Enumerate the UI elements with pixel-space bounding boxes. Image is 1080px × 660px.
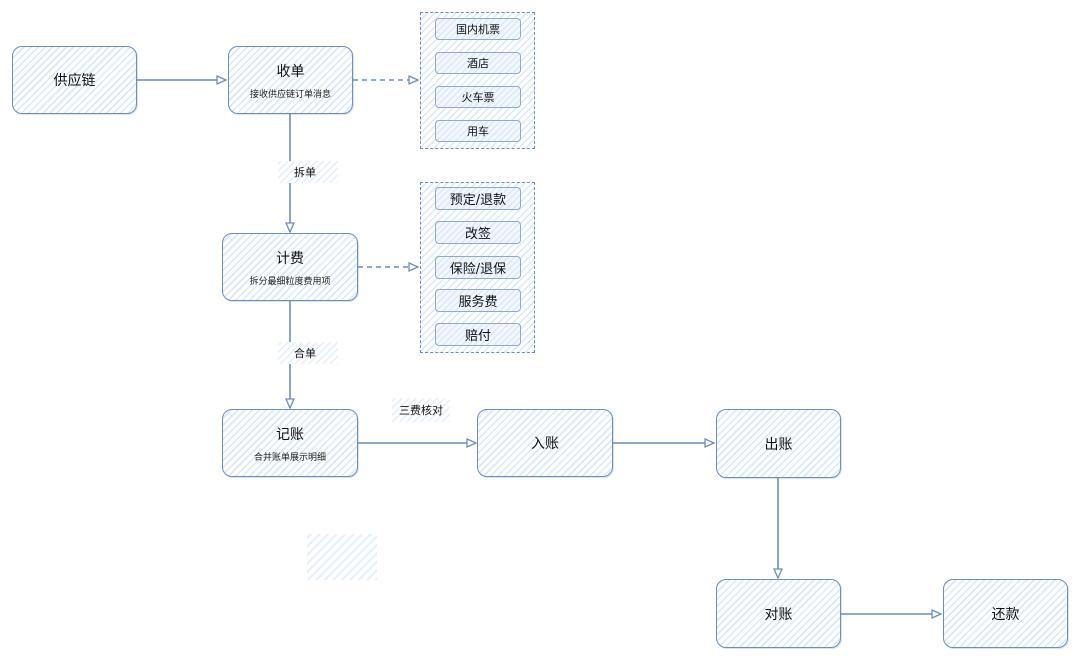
fee-type-item[interactable]: 赔付 [435, 323, 521, 346]
edge-label-three-fee-check: 三费核对 [392, 398, 450, 422]
order-type-label: 酒店 [467, 57, 489, 70]
edge-label-split: 拆单 [278, 161, 338, 183]
node-entry-title: 入账 [531, 436, 559, 452]
node-reconcile[interactable]: 对账 [716, 579, 841, 648]
node-billing[interactable]: 计费 拆分最细粒度费用项 [222, 233, 358, 301]
edge-label-merge: 合单 [278, 342, 338, 364]
node-outgoing[interactable]: 出账 [716, 409, 841, 478]
edge-label-merge-text: 合单 [294, 347, 316, 360]
order-type-item[interactable]: 国内机票 [435, 18, 521, 40]
empty-hatched-area [307, 534, 377, 580]
node-bookkeeping-subtitle: 合并账单展示明细 [253, 452, 326, 463]
fee-type-label: 保险/退保 [449, 262, 507, 277]
fee-type-item[interactable]: 服务费 [435, 289, 521, 312]
edge-label-split-text: 拆单 [294, 166, 316, 179]
node-receive[interactable]: 收单 接收供应链订单消息 [228, 46, 353, 114]
fee-type-label: 赔付 [464, 329, 491, 344]
node-reconcile-title: 对账 [764, 606, 793, 623]
node-billing-title: 计费 [276, 250, 304, 267]
node-entry[interactable]: 入账 [477, 409, 613, 477]
order-type-label: 火车票 [461, 91, 495, 104]
fee-type-label: 服务费 [458, 295, 498, 310]
edge-label-three-fee-check-text: 三费核对 [399, 404, 443, 417]
node-receive-subtitle: 接收供应链订单消息 [249, 89, 331, 100]
group-fee-types[interactable]: 预定/退款 改签 保险/退保 服务费 赔付 [420, 182, 535, 353]
fee-type-item[interactable]: 预定/退款 [435, 187, 521, 210]
group-order-types[interactable]: 国内机票 酒店 火车票 用车 [420, 12, 535, 149]
order-type-item[interactable]: 酒店 [435, 52, 521, 74]
fee-type-item[interactable]: 保险/退保 [435, 256, 521, 279]
node-repayment-title: 还款 [991, 606, 1020, 623]
order-type-item[interactable]: 火车票 [435, 86, 521, 108]
fee-type-label: 改签 [464, 227, 491, 242]
node-outgoing-title: 出账 [764, 436, 793, 453]
node-bookkeeping-title: 记账 [276, 426, 304, 443]
node-bookkeeping[interactable]: 记账 合并账单展示明细 [222, 409, 358, 477]
fee-type-label: 预定/退款 [449, 193, 507, 208]
order-type-label: 国内机票 [456, 23, 500, 36]
fee-type-item[interactable]: 改签 [435, 221, 521, 244]
order-type-item[interactable]: 用车 [435, 120, 521, 142]
node-billing-subtitle: 拆分最细粒度费用项 [249, 276, 331, 287]
node-repayment[interactable]: 还款 [943, 579, 1068, 648]
node-receive-title: 收单 [276, 63, 305, 80]
order-type-label: 用车 [467, 125, 489, 138]
node-supply-chain[interactable]: 供应链 [12, 46, 137, 114]
node-supply-chain-title: 供应链 [53, 73, 96, 89]
